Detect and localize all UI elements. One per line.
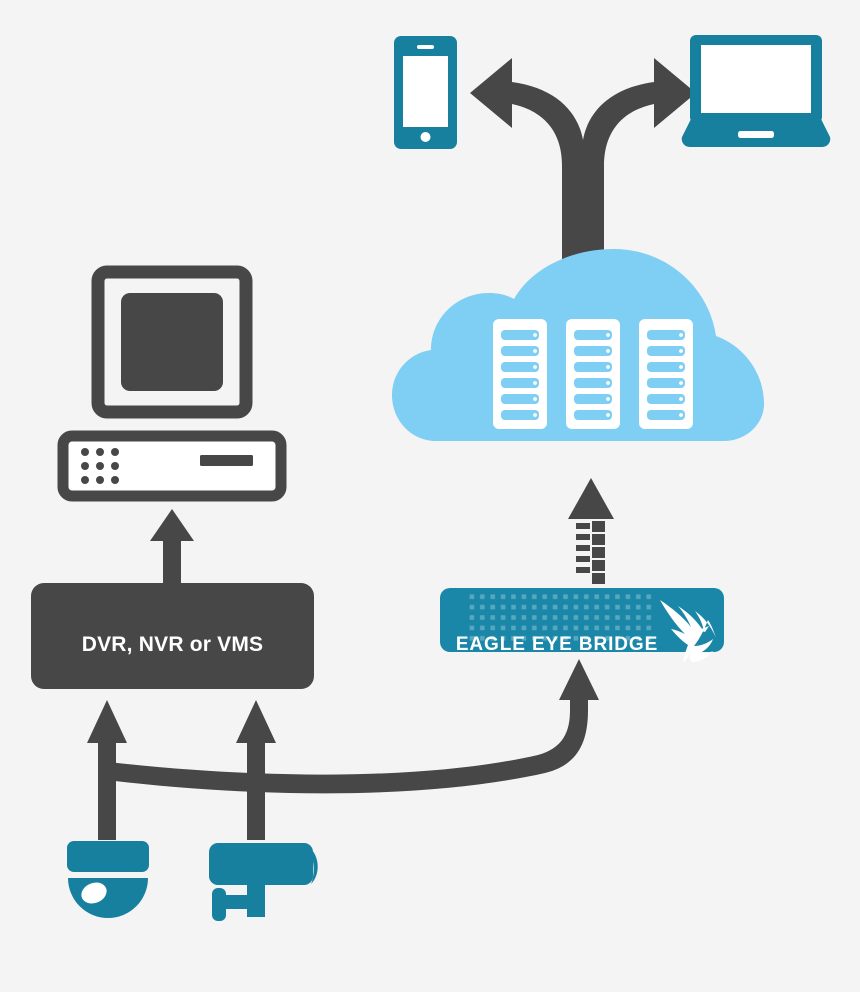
cameras-to-bridge-connector: [98, 659, 599, 794]
laptop: [681, 35, 831, 148]
base-drive-slot: [200, 455, 253, 466]
server-rack: [639, 319, 693, 429]
dome-security-camera: [67, 841, 149, 918]
server-rack: [566, 319, 620, 429]
server-rack: [493, 319, 547, 429]
bridge-vent-grid: [466, 594, 654, 646]
desktop-computer: [57, 265, 287, 502]
cloud-to-clients-connector: [470, 58, 696, 330]
monitor-screen: [121, 293, 223, 391]
data-segments: [576, 521, 605, 584]
eagle-eye-logo: [660, 600, 716, 663]
smartphone: [394, 36, 457, 149]
dvr-nvr-vms-box[interactable]: DVR, NVR or VMS: [31, 583, 314, 689]
cloud-datacenter: [392, 249, 764, 441]
eagle-eye-bridge-box[interactable]: EAGLE EYE BRIDGE: [440, 588, 724, 663]
dvr-to-monitor-connector: [150, 509, 194, 583]
arrowhead: [568, 478, 614, 519]
bullet-camera-to-dvr-connector: [236, 700, 276, 840]
dvr-nvr-vms-label: DVR, NVR or VMS: [82, 633, 264, 656]
monitor-bezel: [91, 265, 253, 419]
bullet-security-camera: [209, 843, 318, 921]
bridge-to-cloud-connector: [568, 478, 614, 584]
base-keypad-dots: [81, 448, 119, 484]
eagle-eye-bridge-label: EAGLE EYE BRIDGE: [456, 634, 658, 655]
